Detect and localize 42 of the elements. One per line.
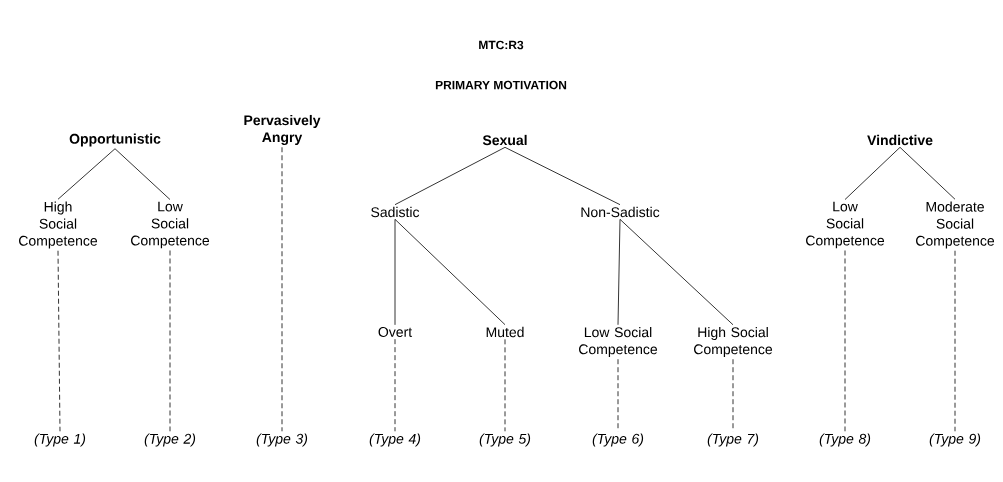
- subtype-label: Non-Sadistic: [581, 206, 660, 218]
- branch-line: [504, 146, 621, 206]
- heading: PRIMARY MOTIVATION: [435, 80, 567, 90]
- subtype-label: High Social Competence: [19, 201, 98, 249]
- branch-line: [114, 148, 171, 200]
- subtype-label: Overt: [378, 327, 413, 337]
- type-label: (Type 5): [479, 433, 531, 447]
- branch-line: [394, 218, 396, 326]
- branch-line: [899, 146, 956, 200]
- subtype-label: High Social Competence: [694, 327, 773, 357]
- subtype-label: Moderate Social Competence: [916, 201, 995, 249]
- dashed-line: [169, 250, 171, 432]
- branch-line: [619, 218, 734, 326]
- title: MTC:R3: [479, 40, 524, 50]
- type-label: (Type 1): [34, 433, 86, 447]
- subtype-label: Low Social Competence: [131, 201, 210, 249]
- type-label: (Type 6): [592, 433, 644, 447]
- subtype-label: Low Social Competence: [806, 201, 885, 249]
- branch-line: [617, 218, 621, 326]
- type-label: (Type 8): [819, 433, 871, 447]
- type-label: (Type 7): [707, 433, 759, 447]
- dashed-line: [844, 250, 846, 432]
- branch-line: [844, 146, 901, 200]
- branch-line: [57, 148, 116, 200]
- branch-line: [394, 146, 506, 206]
- type-label: (Type 4): [369, 433, 421, 447]
- branch-line: [394, 218, 506, 326]
- type-label: (Type 9): [929, 433, 981, 447]
- dashed-line: [57, 250, 61, 432]
- category-heading: Opportunistic: [69, 133, 161, 147]
- dashed-line: [394, 338, 396, 432]
- subtype-label: Sadistic: [371, 206, 420, 218]
- subtype-label: Low Social Competence: [579, 327, 658, 357]
- subtype-label: Muted: [486, 326, 524, 338]
- category-heading: Vindictive: [867, 134, 933, 146]
- type-label: (Type 2): [144, 433, 196, 447]
- category-heading: Pervasively Angry: [244, 114, 321, 146]
- dashed-line: [281, 146, 283, 432]
- category-heading: Sexual: [482, 134, 527, 146]
- type-label: (Type 3): [256, 433, 308, 447]
- dashed-line: [954, 250, 956, 432]
- dashed-line: [504, 338, 506, 432]
